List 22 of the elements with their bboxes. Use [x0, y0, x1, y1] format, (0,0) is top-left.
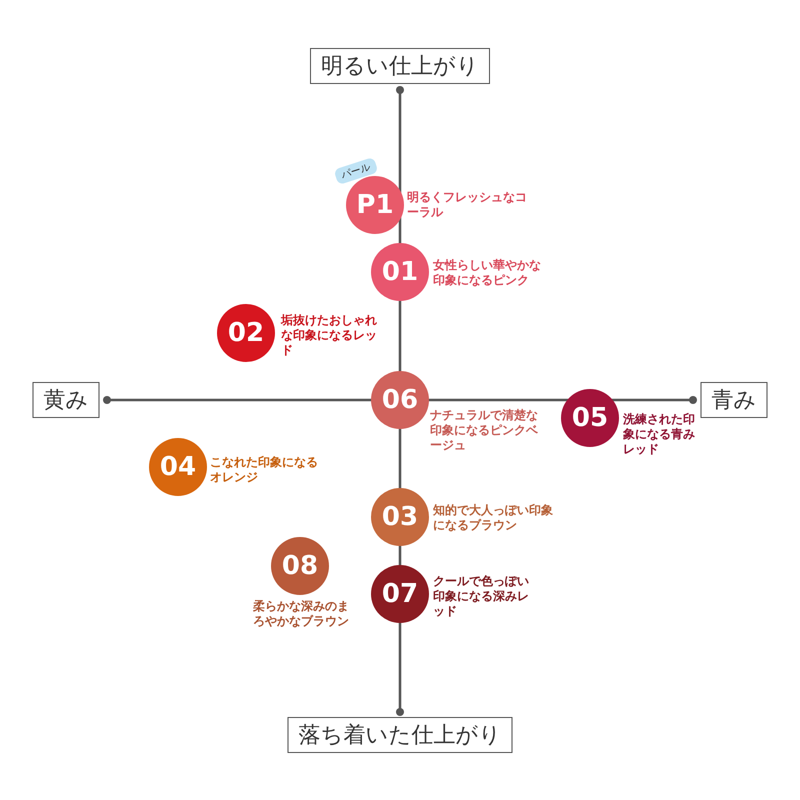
description-text: 明るくフレッシュなコーラル: [407, 190, 527, 220]
description-text: クールで色っぽい印象になる深みレッド: [433, 574, 530, 619]
axis-label: 落ち着いた仕上がり: [288, 717, 512, 753]
number-badge: 01: [371, 243, 429, 301]
description-text: ナチュラルで清楚な印象になるピンクベージュ: [430, 408, 539, 453]
axis-label: 黄み: [32, 382, 100, 418]
number-badge: 07: [371, 565, 429, 623]
number-badge: 03: [371, 488, 429, 546]
number-badge: 04: [149, 438, 207, 496]
description-text: 女性らしい華やかな印象になるピンク: [433, 258, 542, 288]
axis-label: 明るい仕上がり: [310, 48, 490, 84]
description-text: 洗練された印象になる青みレッド: [623, 412, 695, 457]
description-text: 垢抜けたおしゃれな印象になるレッド: [281, 313, 378, 358]
description-text: 知的で大人っぽい印象になるブラウン: [433, 503, 554, 533]
description-text: こなれた印象になるオレンジ: [210, 455, 318, 485]
number-badge: 02: [217, 304, 275, 362]
axis-label: 青み: [700, 382, 768, 418]
description-text: 柔らかな深みのまろやかなブラウン: [253, 599, 349, 629]
number-badge: 05: [561, 389, 619, 447]
number-badge: 06: [371, 371, 429, 429]
number-badge: 08: [271, 537, 329, 595]
number-badge: P1: [346, 176, 404, 234]
